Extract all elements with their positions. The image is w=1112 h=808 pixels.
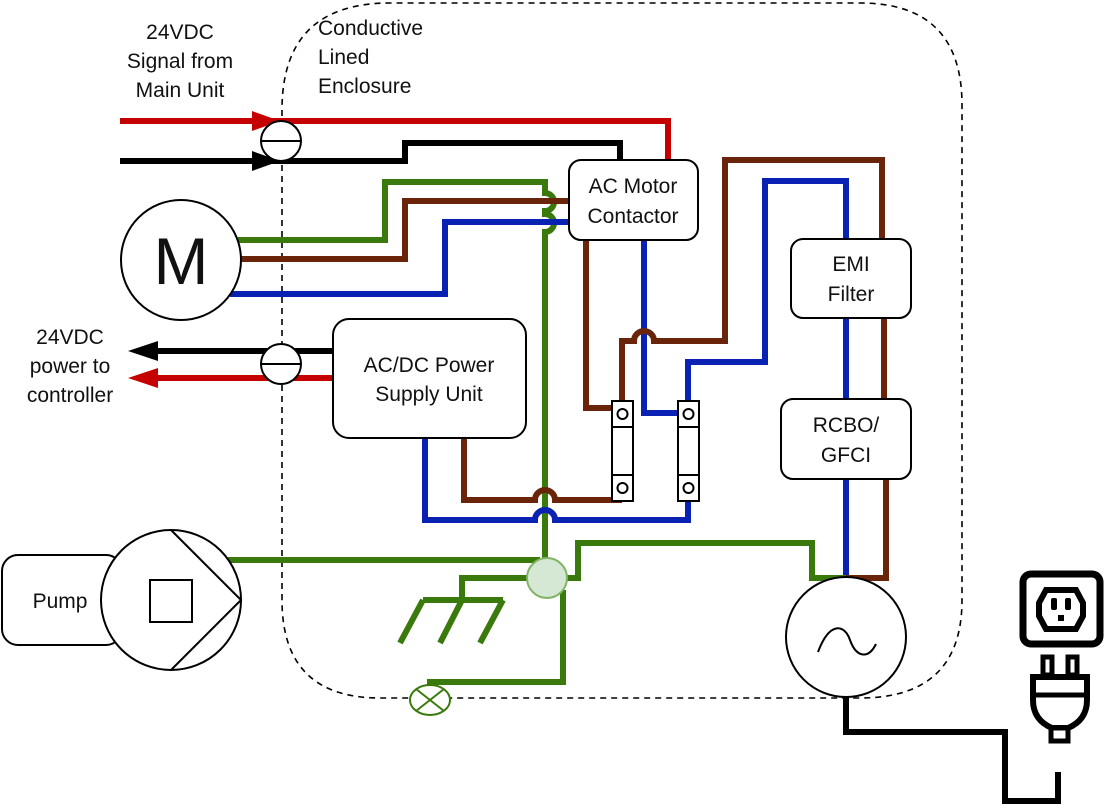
svg-text:Main Unit: Main Unit: [136, 79, 225, 102]
ground-node: [526, 557, 568, 599]
svg-text:power to: power to: [30, 355, 111, 378]
svg-text:AC/DC Power: AC/DC Power: [364, 354, 495, 377]
motor-symbol: M: [120, 199, 242, 321]
ac-motor-contactor: AC Motor Contactor: [568, 159, 699, 241]
svg-text:GFCI: GFCI: [821, 444, 871, 467]
svg-text:M: M: [154, 224, 209, 298]
svg-text:Enclosure: Enclosure: [318, 75, 411, 98]
svg-text:Supply Unit: Supply Unit: [375, 383, 483, 406]
svg-text:EMI: EMI: [832, 253, 869, 276]
svg-text:AC Motor: AC Motor: [589, 175, 678, 198]
cable-gland-icon: [260, 120, 302, 162]
wire-fuse-neutral-to-emi: [685, 178, 849, 400]
emi-filter: EMI Filter: [790, 238, 912, 319]
wire-ground-source: [560, 540, 846, 581]
arrow-dc-red: [128, 368, 158, 388]
wire-motor-neutral: [230, 219, 569, 297]
pump-symbol: Pump: [1, 529, 243, 671]
wall-outlet-icon: [1019, 570, 1104, 648]
wire-psu-neutral: [422, 438, 691, 523]
svg-text:controller: controller: [27, 384, 113, 407]
earth-ground-symbol: [397, 575, 530, 645]
svg-text:Pump: Pump: [33, 590, 88, 613]
enclosure-label: Conductive Lined Enclosure: [318, 17, 423, 98]
svg-text:RCBO/: RCBO/: [813, 414, 880, 437]
wire-rcbo-source-live: [846, 479, 889, 581]
chassis-ground-symbol: [409, 684, 451, 716]
wire-fuse-live-to-emi: [619, 157, 885, 400]
wire-psu-live: [461, 438, 622, 503]
wire-contactor-live: [583, 240, 612, 411]
wire-contactor-neutral: [641, 240, 678, 416]
svg-text:Conductive: Conductive: [318, 17, 423, 40]
arrow-signal-black: [252, 151, 280, 171]
fuse-holder-icon: [677, 400, 700, 502]
svg-text:Contactor: Contactor: [587, 205, 678, 228]
ac-source-symbol: [785, 576, 907, 698]
power-plug-icon: [1030, 654, 1090, 744]
wire-motor-ground: [238, 179, 557, 560]
signal-in-label: 24VDC Signal from Main Unit: [127, 21, 233, 102]
arrow-dc-black: [128, 341, 158, 361]
wire-signal-red: [120, 118, 671, 160]
mains-cable: [843, 697, 1061, 804]
ac-dc-power-supply: AC/DC Power Supply Unit: [332, 318, 527, 439]
svg-text:Lined: Lined: [318, 46, 369, 69]
cable-gland-icon: [260, 343, 302, 385]
power-out-label: 24VDC power to controller: [27, 326, 113, 407]
rcbo-gfci: RCBO/ GFCI: [780, 398, 912, 480]
wire-signal-black: [120, 140, 623, 164]
fuse-holder-icon: [611, 400, 634, 502]
svg-text:Filter: Filter: [828, 283, 875, 306]
enclosure-boundary: [281, 2, 963, 699]
svg-text:24VDC: 24VDC: [146, 21, 214, 44]
wire-motor-live: [240, 198, 569, 262]
arrow-signal-red: [252, 111, 280, 131]
svg-text:24VDC: 24VDC: [36, 326, 104, 349]
svg-text:Signal from: Signal from: [127, 50, 233, 73]
